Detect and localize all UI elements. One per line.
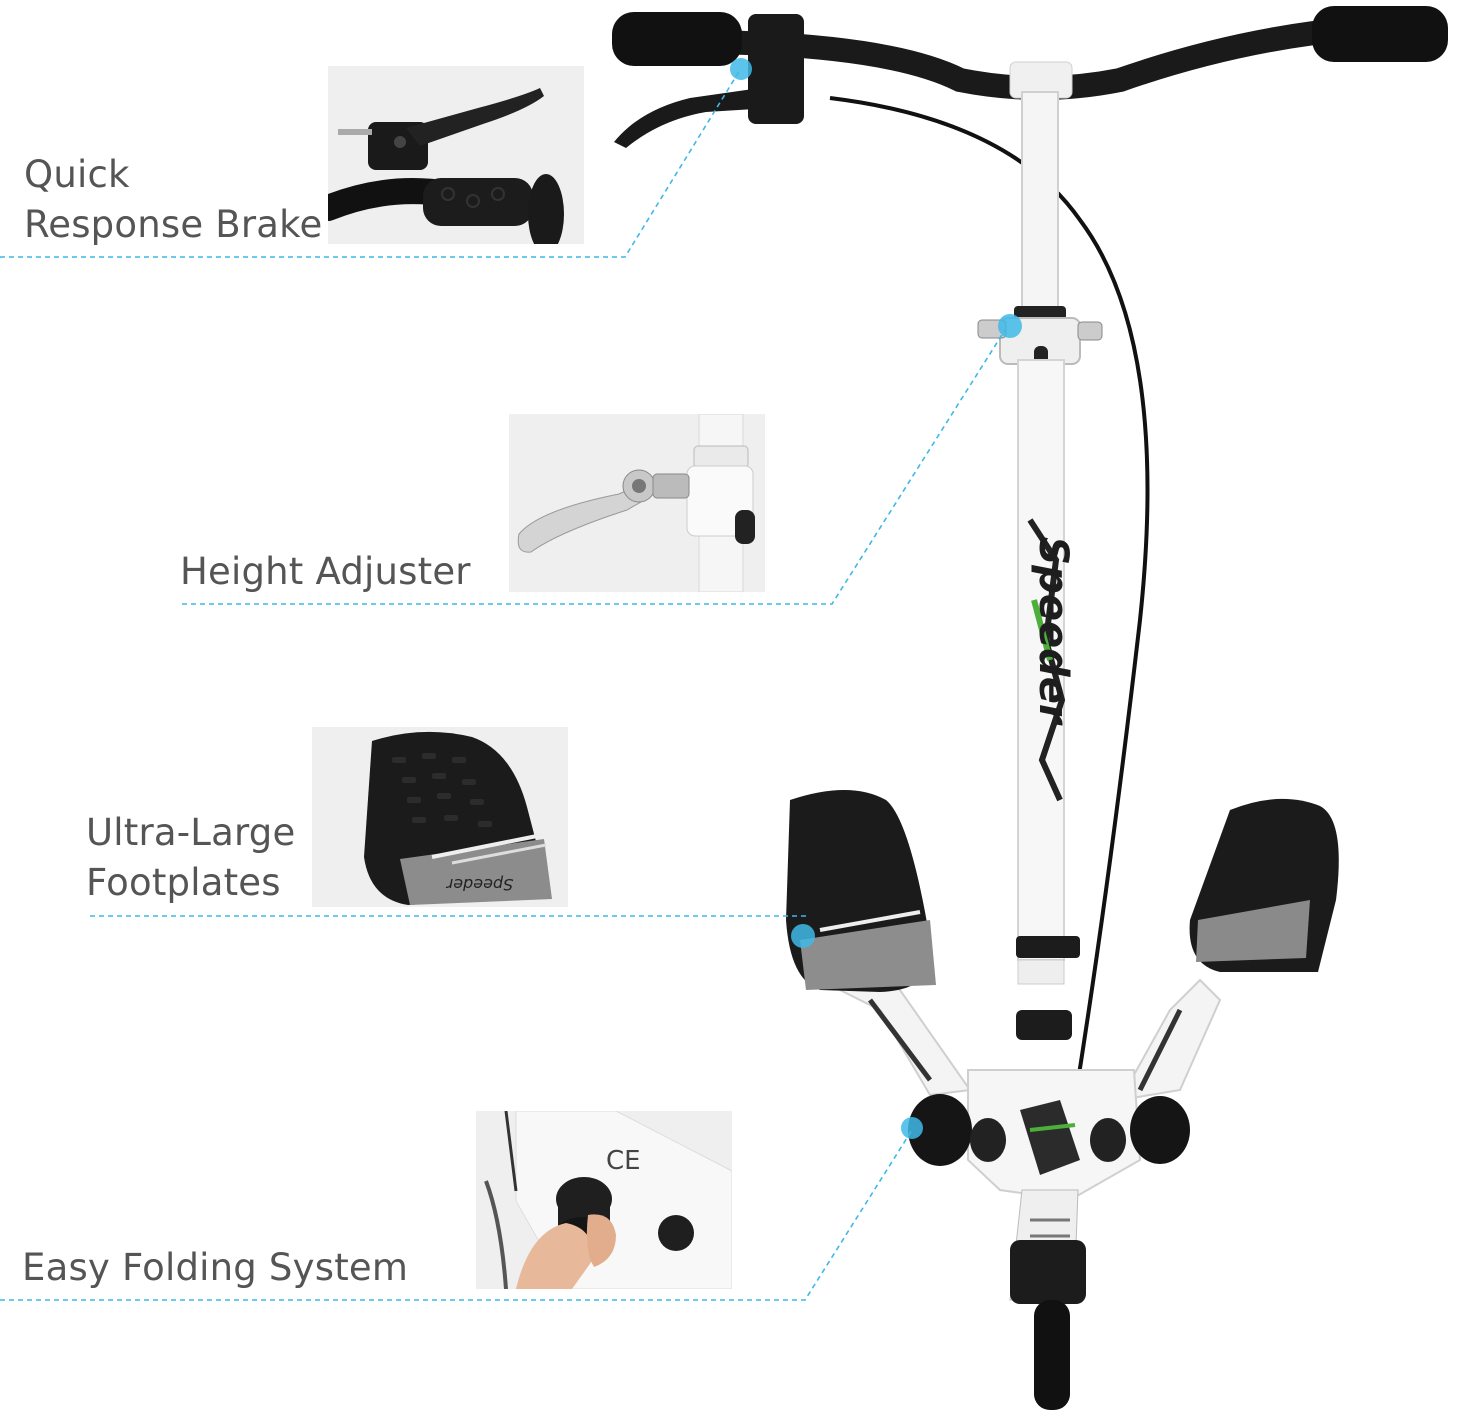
callout-footplates-label: Ultra-Large Footplates [86,808,295,908]
folding-closeup-photo: CE [476,1111,732,1289]
height-adjuster-closeup-photo [509,414,765,592]
right-grip [1312,6,1448,62]
callout-brake-label: Quick Response Brake [24,150,322,250]
stem-brand-text: Speeder [1030,536,1076,725]
folding-marker-dot [901,1117,923,1139]
height-marker-dot [998,314,1022,338]
left-folding-knob [908,1094,972,1166]
callout-height-label: Height Adjuster [180,547,471,597]
callout-footplates-line2: Footplates [86,861,281,904]
brake-lever [614,88,770,148]
callout-brake-line1: Quick [24,153,130,196]
footplate-closeup-photo: Speeder [312,727,568,907]
left-grip [612,12,742,66]
callout-height-line1: Height Adjuster [180,550,471,593]
callout-brake-line2: Response Brake [24,203,323,246]
ce-mark-text: CE [606,1146,641,1176]
callout-folding-line1: Easy Folding System [22,1246,409,1289]
footplate-brand-text: Speeder [445,875,513,894]
brake-closeup-photo [328,66,584,244]
brake-marker-dot [730,58,752,80]
front-wheel [1034,1300,1070,1410]
callout-folding-label: Easy Folding System [22,1243,408,1293]
footplate-marker-dot [791,924,815,948]
right-folding-knob [1130,1096,1190,1164]
callout-footplates-line1: Ultra-Large [86,811,296,854]
